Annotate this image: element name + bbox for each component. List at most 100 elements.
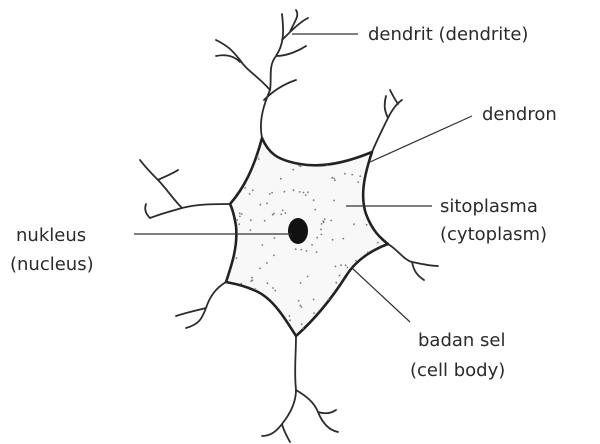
stipple-dot bbox=[280, 213, 282, 215]
stipple-dot bbox=[249, 193, 251, 195]
dendrite-top bbox=[216, 10, 308, 138]
stipple-dot bbox=[299, 191, 301, 193]
stipple-dot bbox=[292, 169, 294, 171]
stipple-dot bbox=[300, 282, 302, 284]
stipple-dot bbox=[302, 327, 304, 329]
stipple-dot bbox=[366, 224, 368, 226]
stipple-dot bbox=[252, 279, 254, 281]
stipple-dot bbox=[258, 158, 260, 160]
stipple-dot bbox=[332, 239, 334, 241]
stipple-dot bbox=[324, 218, 326, 220]
stipple-dot bbox=[307, 191, 309, 193]
stipple-dot bbox=[266, 262, 268, 264]
stipple-dot bbox=[238, 223, 240, 225]
stipple-dot bbox=[339, 275, 341, 277]
stipple-dot bbox=[314, 209, 316, 211]
stipple-dot bbox=[313, 199, 315, 201]
stipple-dot bbox=[251, 277, 253, 279]
stipple-dot bbox=[259, 204, 261, 206]
stipple-dot bbox=[313, 312, 315, 314]
label-nucleus-local: nukleus bbox=[16, 225, 86, 246]
stipple-dot bbox=[320, 229, 322, 231]
stipple-dot bbox=[340, 264, 342, 266]
stipple-dot bbox=[355, 260, 357, 262]
stipple-dot bbox=[284, 191, 286, 193]
stipple-dot bbox=[351, 174, 353, 176]
stipple-dot bbox=[241, 213, 243, 215]
stipple-dot bbox=[335, 266, 337, 268]
stipple-dot bbox=[239, 216, 241, 218]
stipple-dot bbox=[303, 192, 305, 194]
stipple-dot bbox=[333, 178, 335, 180]
stipple-dot bbox=[307, 276, 309, 278]
dendrite-lower-left bbox=[176, 282, 226, 328]
stipple-dot bbox=[293, 189, 295, 191]
stipple-dot bbox=[377, 242, 379, 244]
stipple-dot bbox=[335, 282, 337, 284]
stipple-dot bbox=[301, 306, 303, 308]
stipple-dot bbox=[274, 290, 276, 292]
label-nucleus-english: (nucleus) bbox=[10, 254, 94, 275]
stipple-dot bbox=[300, 249, 302, 251]
stipple-dot bbox=[330, 220, 332, 222]
stipple-dot bbox=[305, 194, 307, 196]
stipple-dot bbox=[298, 165, 300, 167]
dendrite-upper-right bbox=[372, 90, 402, 152]
stipple-dot bbox=[357, 181, 359, 183]
dendrite-right bbox=[388, 244, 438, 280]
stipple-dot bbox=[300, 305, 302, 307]
stipple-dot bbox=[273, 255, 275, 257]
stipple-dot bbox=[359, 175, 361, 177]
label-dendrite: dendrit (dendrite) bbox=[368, 24, 528, 45]
stipple-dot bbox=[250, 229, 252, 231]
stipple-dot bbox=[313, 299, 315, 301]
label-dendron: dendron bbox=[482, 104, 557, 125]
stipple-dot bbox=[240, 283, 242, 285]
stipple-dot bbox=[280, 178, 282, 180]
stipple-dot bbox=[244, 187, 246, 189]
stipple-dot bbox=[266, 202, 268, 204]
stipple-dot bbox=[295, 248, 297, 250]
stipple-dot bbox=[273, 213, 275, 215]
stipple-dot bbox=[264, 220, 266, 222]
stipple-dot bbox=[262, 244, 264, 246]
stipple-dot bbox=[250, 219, 252, 221]
dendrite-left bbox=[140, 160, 230, 218]
stipple-dot bbox=[316, 237, 318, 239]
label-cell-body-local: badan sel bbox=[418, 330, 506, 351]
stipple-dot bbox=[239, 212, 241, 214]
stipple-dot bbox=[285, 212, 287, 214]
stipple-dot bbox=[301, 323, 303, 325]
leader-cell-body bbox=[352, 268, 410, 322]
stipple-dot bbox=[259, 268, 261, 270]
stipple-dot bbox=[321, 223, 323, 225]
stipple-dot bbox=[282, 210, 284, 212]
stipple-dot bbox=[271, 192, 273, 194]
stipple-dot bbox=[342, 238, 344, 240]
stipple-dot bbox=[289, 319, 291, 321]
stipple-dot bbox=[274, 237, 276, 239]
stipple-dot bbox=[367, 251, 369, 253]
stipple-dot bbox=[331, 177, 333, 179]
stipple-dot bbox=[353, 223, 355, 225]
stipple-dot bbox=[269, 193, 271, 195]
stipple-dot bbox=[344, 173, 346, 175]
stipple-dot bbox=[236, 257, 238, 259]
stipple-dot bbox=[257, 156, 259, 158]
stipple-dot bbox=[320, 234, 322, 236]
stipple-dot bbox=[306, 250, 308, 252]
stipple-dot bbox=[326, 165, 328, 167]
stipple-dot bbox=[272, 287, 274, 289]
stipple-dot bbox=[267, 282, 269, 284]
label-cytoplasm-english: (cytoplasm) bbox=[440, 224, 547, 245]
stipple-dot bbox=[298, 300, 300, 302]
cell-body bbox=[226, 138, 388, 336]
stipple-dot bbox=[345, 264, 347, 266]
label-cytoplasm-local: sitoplasma bbox=[440, 196, 538, 217]
stipple-dot bbox=[289, 315, 291, 317]
stipple-dot bbox=[328, 298, 330, 300]
stipple-dot bbox=[252, 189, 254, 191]
stipple-dot bbox=[334, 179, 336, 181]
